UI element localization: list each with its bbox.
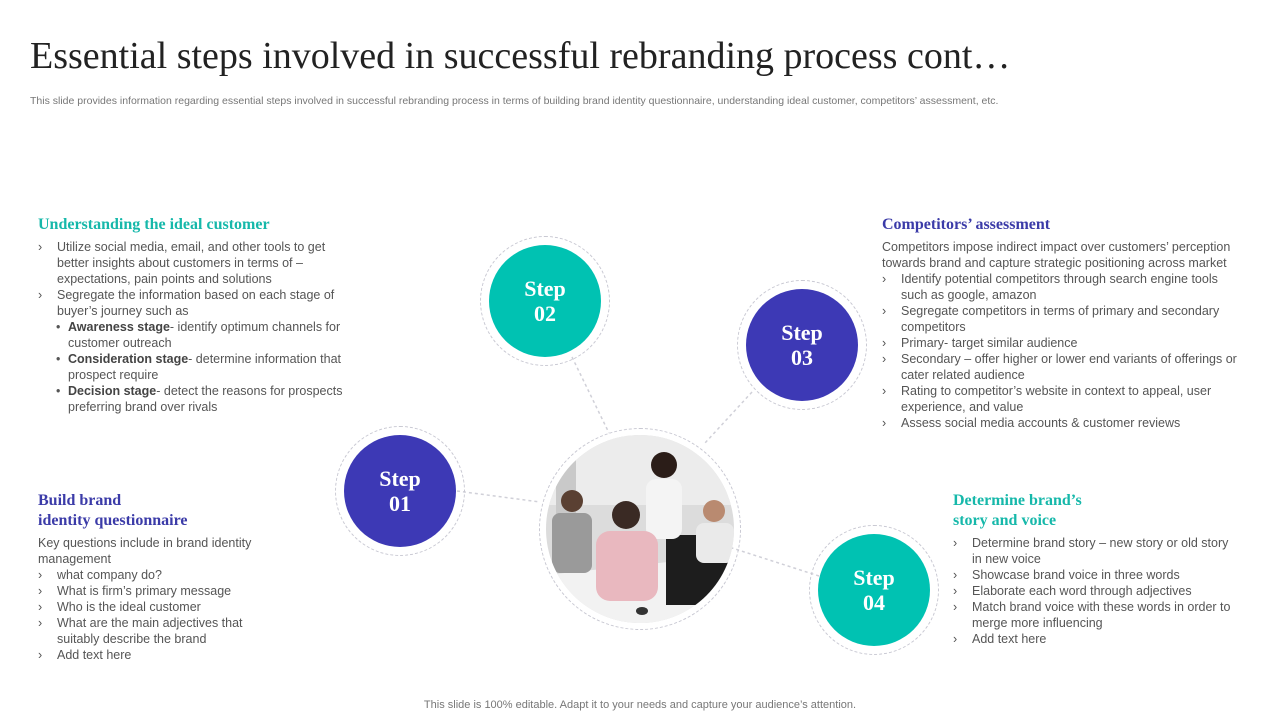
stage-label: Decision stage (68, 384, 157, 398)
step-04-word: Step (853, 565, 895, 590)
stage-label: Awareness stage (68, 320, 170, 334)
build-intro: Key questions include in brand identity … (38, 536, 252, 566)
build-heading-line2: identity questionnaire (38, 512, 188, 529)
list-item: Assess social media accounts & customer … (882, 415, 1237, 431)
step-03-circle[interactable]: Step 03 (746, 289, 858, 401)
step-03-word: Step (781, 320, 823, 345)
stage-text: - identify optimum channels for customer… (68, 320, 341, 350)
story-heading-line2: story and voice (953, 512, 1057, 529)
step-01-ring: Step 01 (335, 426, 465, 556)
story-list: Determine brand story – new story or old… (953, 535, 1238, 647)
story-heading-line1: Determine brand’s (953, 492, 1082, 509)
list-item: What are the main adjectives that suitab… (38, 615, 263, 647)
connector-step-02 (571, 356, 610, 434)
list-item: Match brand voice with these words in or… (953, 599, 1238, 631)
step-03-number: 03 (791, 345, 813, 370)
list-item: Rating to competitor’s website in contex… (882, 383, 1237, 415)
build-heading: Build brand identity questionnaire (38, 491, 263, 531)
slide-title: Essential steps involved in successful r… (30, 35, 1011, 77)
understanding-block: Understanding the ideal customer Utilize… (38, 215, 348, 415)
step-01-word: Step (379, 466, 421, 491)
list-item: Add text here (953, 631, 1238, 647)
journey-stages-list: Awareness stage- identify optimum channe… (38, 319, 348, 415)
step-02-ring: Step 02 (480, 236, 610, 366)
step-02-number: 02 (534, 301, 556, 326)
step-02-circle[interactable]: Step 02 (489, 245, 601, 357)
list-item: Awareness stage- identify optimum channe… (38, 319, 348, 351)
competitors-intro: Competitors impose indirect impact over … (882, 240, 1231, 270)
step-04-ring: Step 04 (809, 525, 939, 655)
stage-text: - determine information that prospect re… (68, 352, 342, 382)
build-list: what company do? What is firm’s primary … (38, 567, 263, 663)
list-item: Showcase brand voice in three words (953, 567, 1238, 583)
story-heading: Determine brand’s story and voice (953, 491, 1238, 531)
step-01-circle[interactable]: Step 01 (344, 435, 456, 547)
list-item: what company do? (38, 567, 263, 583)
step-01-number: 01 (389, 491, 411, 516)
competitors-heading: Competitors’ assessment (882, 216, 1051, 233)
understanding-list: Utilize social media, email, and other t… (38, 239, 348, 319)
step-04-number: 04 (863, 590, 885, 615)
connector-step-04 (731, 547, 820, 577)
list-item: Determine brand story – new story or old… (953, 535, 1238, 567)
list-item: Segregate the information based on each … (38, 287, 348, 319)
central-photo-ring (539, 428, 741, 630)
stage-label: Consideration stage (68, 352, 189, 366)
list-item: What is firm’s primary message (38, 583, 263, 599)
list-item: Consideration stage- determine informati… (38, 351, 348, 383)
slide-subtitle: This slide provides information regardin… (30, 95, 999, 107)
stage-text: - detect the reasons for prospects prefe… (68, 384, 343, 414)
list-item: Decision stage- detect the reasons for p… (38, 383, 348, 415)
connector-step-03 (704, 391, 753, 444)
list-item: Identify potential competitors through s… (882, 271, 1237, 303)
understanding-heading: Understanding the ideal customer (38, 216, 270, 233)
step-02-word: Step (524, 276, 566, 301)
step-04-circle[interactable]: Step 04 (818, 534, 930, 646)
competitors-list: Identify potential competitors through s… (882, 271, 1237, 431)
list-item: Utilize social media, email, and other t… (38, 239, 348, 287)
list-item: Primary- target similar audience (882, 335, 1237, 351)
list-item: Secondary – offer higher or lower end va… (882, 351, 1237, 383)
list-item: Who is the ideal customer (38, 599, 263, 615)
connector-step-01 (456, 490, 541, 503)
list-item: Elaborate each word through adjectives (953, 583, 1238, 599)
competitors-block: Competitors’ assessment Competitors impo… (882, 215, 1237, 431)
team-meeting-photo (546, 435, 734, 623)
step-03-ring: Step 03 (737, 280, 867, 410)
build-heading-line1: Build brand (38, 492, 122, 509)
slide-footer: This slide is 100% editable. Adapt it to… (423, 699, 857, 711)
build-block: Build brand identity questionnaire Key q… (38, 491, 263, 663)
list-item: Add text here (38, 647, 263, 663)
story-block: Determine brand’s story and voice Determ… (953, 491, 1238, 647)
list-item: Segregate competitors in terms of primar… (882, 303, 1237, 335)
